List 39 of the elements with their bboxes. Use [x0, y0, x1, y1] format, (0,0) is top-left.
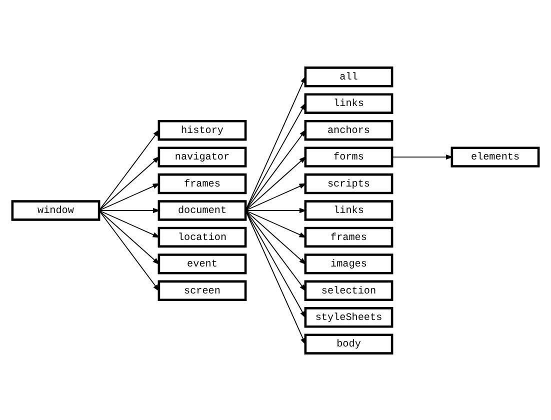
node-box: all — [304, 66, 394, 87]
arrow — [98, 210, 160, 292]
node-box: navigator — [158, 146, 247, 167]
arrow — [245, 182, 307, 210]
node-box: anchors — [304, 119, 394, 140]
arrow — [98, 128, 160, 210]
node-box: event — [158, 253, 247, 274]
node-box: images — [304, 253, 394, 274]
node-box: scripts — [304, 172, 394, 194]
arrow — [245, 156, 306, 210]
arrow — [245, 207, 307, 213]
node-box: history — [158, 119, 247, 140]
node-box: body — [304, 333, 394, 354]
arrow — [245, 75, 306, 210]
arrow — [98, 156, 160, 210]
node-box: selection — [304, 280, 394, 301]
node-box: frames — [304, 226, 394, 248]
node-box: window — [11, 200, 100, 220]
node-box: styleSheets — [304, 306, 394, 328]
node-box: frames — [158, 172, 247, 194]
node-box: links — [304, 92, 394, 114]
node-box: forms — [304, 146, 394, 167]
node-box: screen — [158, 280, 247, 301]
node-box: document — [158, 200, 247, 220]
arrow — [98, 210, 160, 238]
arrow — [245, 210, 306, 292]
arrow — [98, 182, 160, 210]
arrow — [392, 154, 454, 160]
arrow — [245, 102, 306, 210]
arrow — [98, 207, 160, 213]
arrow — [245, 210, 306, 318]
node-box: links — [304, 200, 394, 220]
arrow — [245, 128, 306, 210]
node-box: elements — [450, 146, 540, 167]
arrow — [245, 210, 306, 345]
arrow — [98, 210, 160, 264]
arrow — [245, 210, 306, 264]
node-box: location — [158, 226, 247, 248]
arrow — [245, 210, 307, 238]
